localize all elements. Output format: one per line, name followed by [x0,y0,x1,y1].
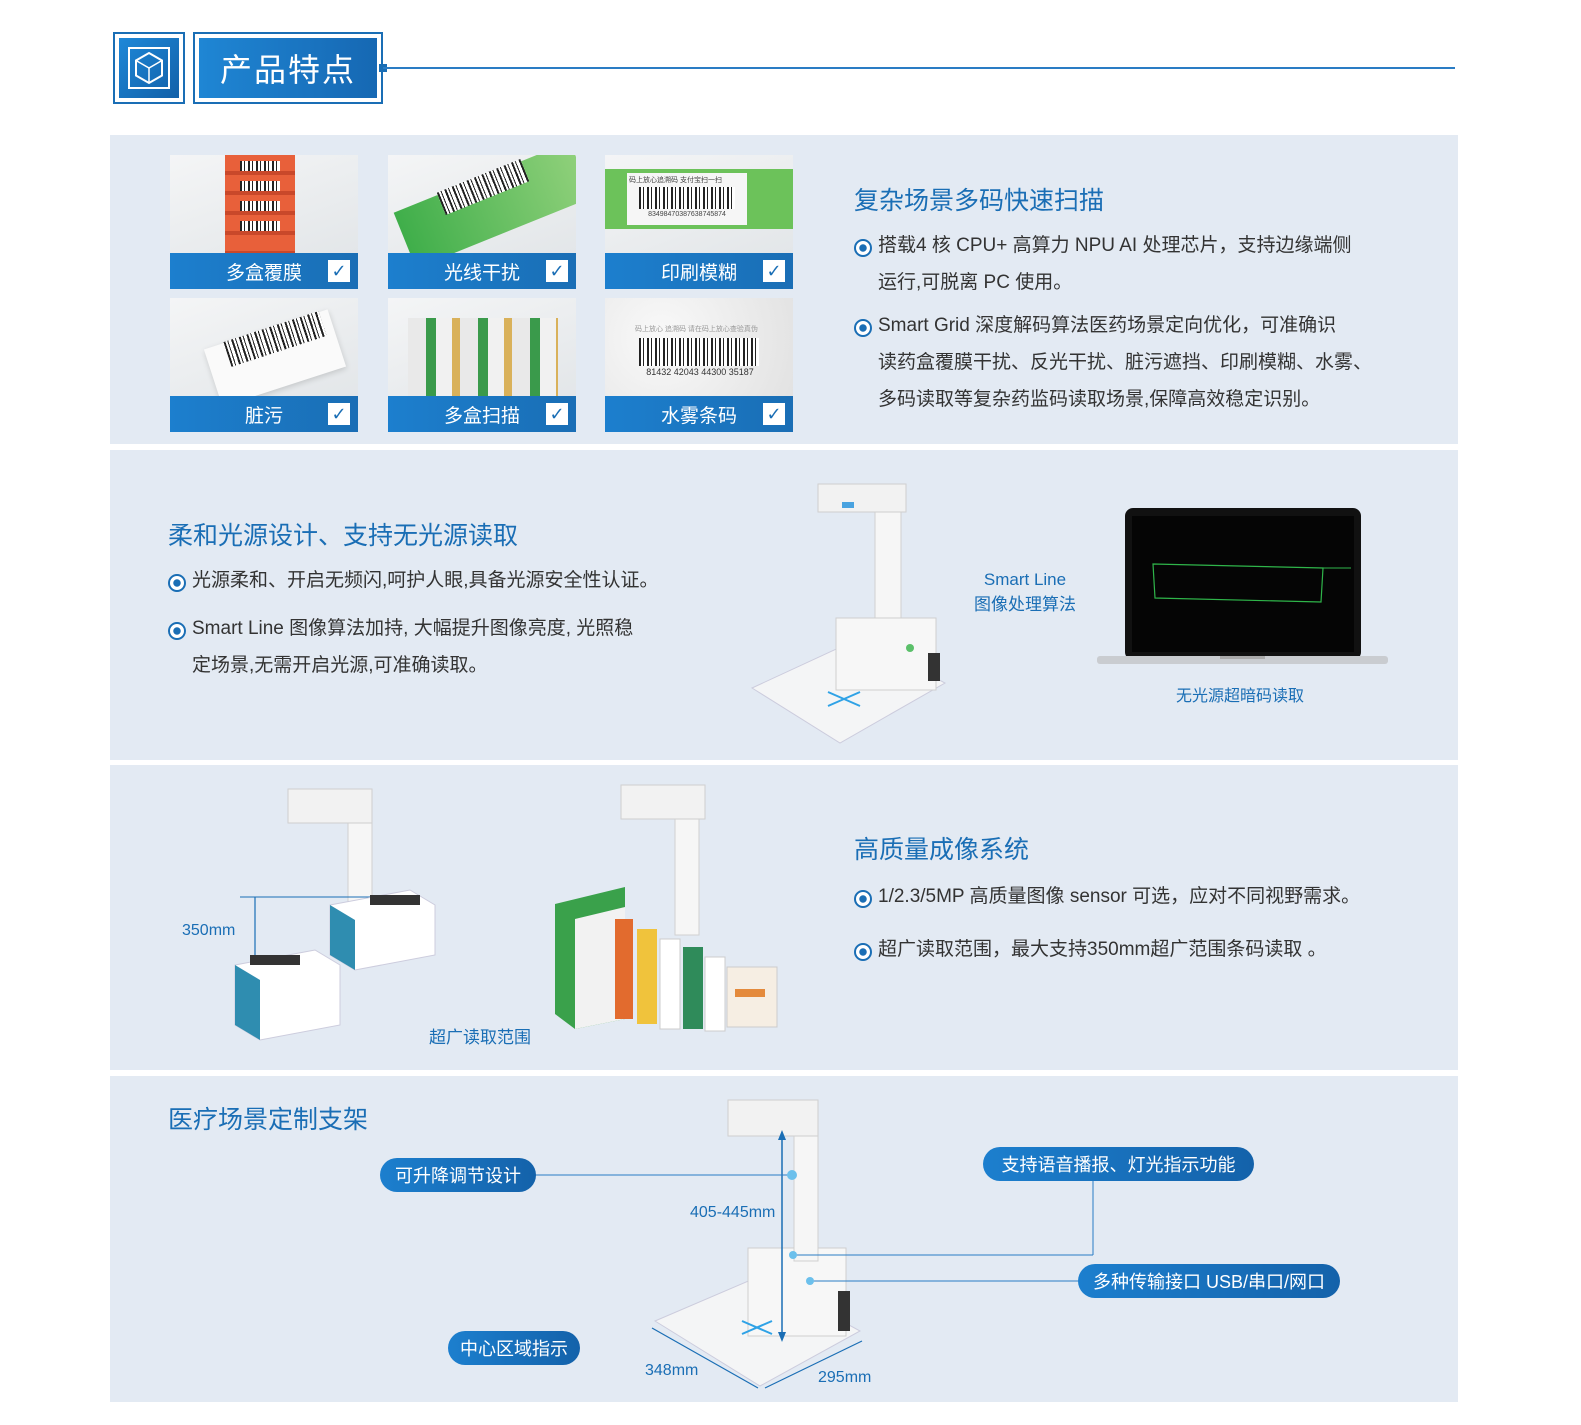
laptop-image [1097,508,1388,664]
wide-range-caption: 超广读取范围 [429,1028,531,1047]
scanner-multi-box-image [555,784,778,1032]
dim-width: 295mm [818,1369,872,1386]
panel-multi-code-scan: 多盒覆膜 ✓ 光线干扰 ✓ 码上放心追溯码 支付宝扫一扫 83498470387… [110,135,1458,444]
pill-lift-design: 可升降调节设计 [380,1158,536,1192]
barcode-image [240,221,280,231]
check-icon: ✓ [546,260,568,282]
bullet-item: 光源柔和、开启无频闪,呵护人眼,具备光源安全性认证。 [168,562,659,599]
thumb-label: 多盒覆膜 [170,253,358,289]
barcode-image [639,338,759,366]
fog-code-number: 81432 42043 44300 35187 [646,367,754,377]
thumb-label: 多盒扫描 [388,396,576,432]
medical-stand-diagram [535,1099,1094,1389]
check-icon: ✓ [763,403,785,425]
check-icon: ✓ [763,260,785,282]
section-title: 医疗场景定制支架 [168,1106,369,1134]
thumb-light-interference: 光线干扰 ✓ [388,155,576,289]
thumb-label: 印刷模糊 [605,253,793,289]
section-title: 复杂场景多码快速扫描 [854,187,1105,215]
panel-medical-stand: 医疗场景定制支架 可升降调节设计 支持语音播报、灯光指示功能 多种传输接口 US… [110,1076,1458,1402]
header-title-box: 产品特点 [193,32,383,104]
scanner-wide-range-image [234,788,436,1041]
fog-top-text: 码上放心 追溯码 请在码上放心查验真伪 [635,326,758,333]
barcode-image [639,187,735,209]
section-title: 高质量成像系统 [854,836,1030,864]
stacked-boxes-image [408,318,558,396]
thumb-multi-box-scan: 多盒扫描 ✓ [388,298,576,432]
barcode-image [240,201,280,211]
thumb-label: 水雾条码 [605,396,793,432]
check-icon: ✓ [546,403,568,425]
dim-depth: 348mm [645,1362,699,1379]
white-box-image [203,309,347,407]
section-title: 柔和光源设计、支持无光源读取 [168,522,519,550]
bullet-item: Smart Line 图像算法加持, 大幅提升图像亮度, 光照稳定场景,无需开启… [168,610,633,684]
thumb-fog-barcode: 码上放心 追溯码 请在码上放心查验真伪 81432 42043 44300 35… [605,298,793,432]
pill-center-indicator: 中心区域指示 [448,1331,580,1365]
bullet-item: Smart Grid 深度解码算法医药场景定向优化，可准确识读药盒覆膜干扰、反光… [854,307,1372,418]
dim-height: 405-445mm [690,1204,776,1221]
barcode-image [240,161,280,171]
thumb-print-blur: 码上放心追溯码 支付宝扫一扫 83498470387638745874 印刷模糊… [605,155,793,289]
page-title: 产品特点 [199,38,377,98]
print-code-number: 83498470387638745874 [648,211,726,218]
hexagon-cube-icon [119,38,179,98]
pill-voice-light: 支持语音播报、灯光指示功能 [983,1147,1254,1181]
laptop-caption: 无光源超暗码读取 [1175,688,1304,705]
print-top-text: 码上放心追溯码 支付宝扫一扫 [629,177,722,184]
panel-imaging-system: 350mm 超广读取范围 高质量成像系统 1/2.3/5MP 高质量图像 sen… [110,765,1458,1070]
pill-ports: 多种传输接口 USB/串口/网口 [1078,1264,1340,1298]
header-icon-box [113,32,185,104]
bullet-item: 1/2.3/5MP 高质量图像 sensor 可选，应对不同视野需求。 [854,878,1360,915]
thumb-dirty: 脏污 ✓ [170,298,358,432]
dim-350mm: 350mm [182,922,236,939]
bullet-item: 超广读取范围，最大支持350mm超广范围条码读取 。 [854,931,1327,968]
check-icon: ✓ [328,260,350,282]
scanner-device-image [750,483,947,744]
thumb-multi-box-film: 多盒覆膜 ✓ [170,155,358,289]
thumb-label: 脏污 [170,396,358,432]
panel-soft-light: 柔和光源设计、支持无光源读取 光源柔和、开启无频闪,呵护人眼,具备光源安全性认证… [110,450,1458,760]
barcode-image [240,181,280,191]
header-divider [383,67,1455,69]
thumb-label: 光线干扰 [388,253,576,289]
check-icon: ✓ [328,403,350,425]
bullet-item: 搭载4 核 CPU+ 高算力 NPU AI 处理芯片，支持边缘端侧运行,可脱离 … [854,227,1351,301]
